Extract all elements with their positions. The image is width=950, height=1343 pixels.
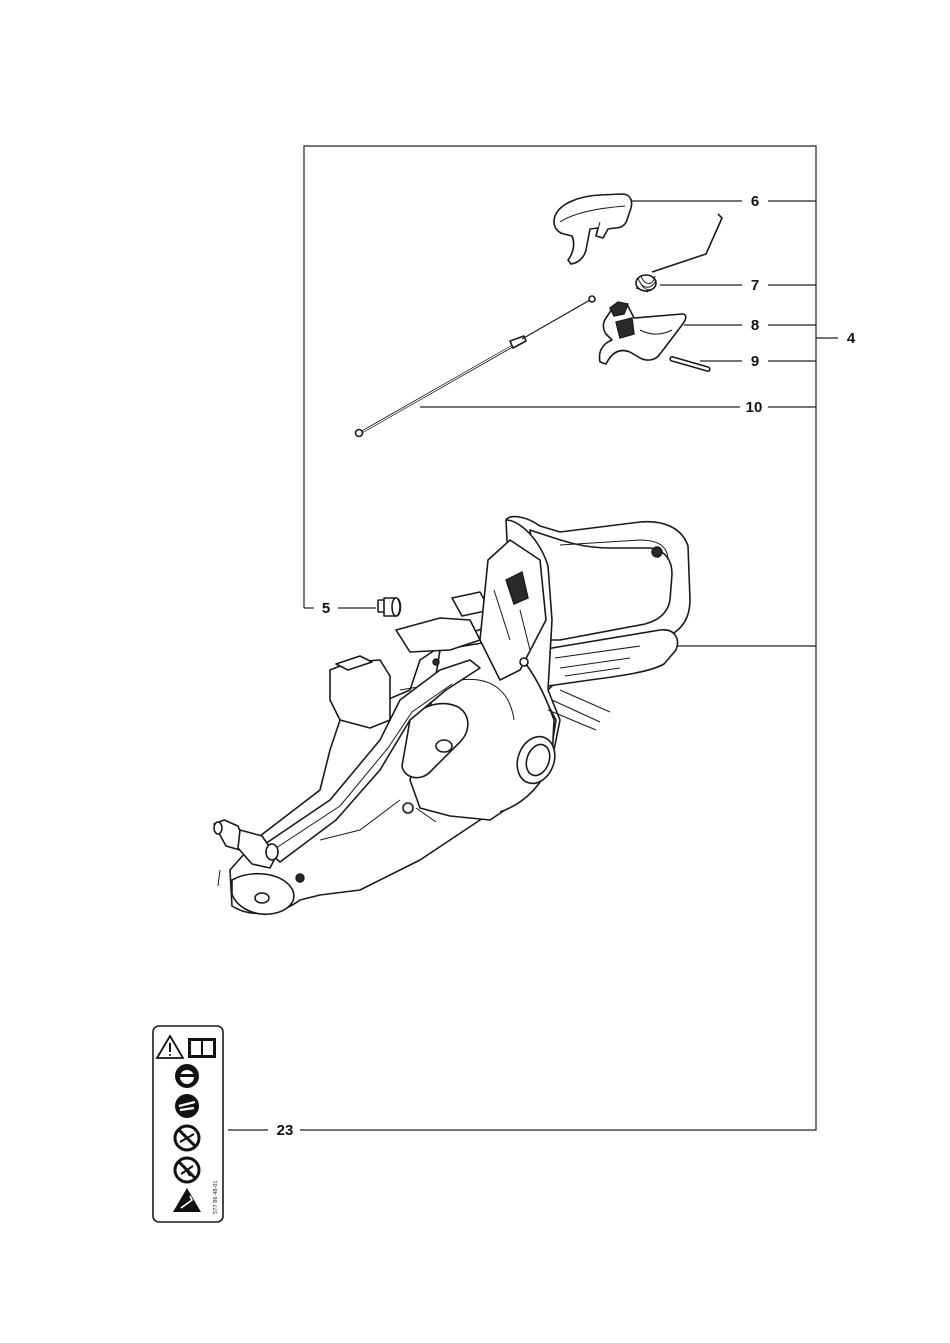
warning-decal-part: 577 86 48-01 xyxy=(152,1025,224,1223)
leader-lines xyxy=(228,145,838,1131)
no-kickback-contact-icon xyxy=(173,1156,201,1184)
throttle-rod-part xyxy=(354,295,596,438)
throttle-trigger-part xyxy=(598,301,687,365)
warning-triangle-icon xyxy=(155,1034,185,1059)
callout-9: 9 xyxy=(751,353,759,370)
two-hands-grip-icon xyxy=(175,1094,199,1118)
callout-labels: 6 7 8 4 9 10 5 23 xyxy=(277,193,856,1139)
decal-code: 577 86 48-01 xyxy=(213,1180,219,1214)
pin-part xyxy=(669,356,711,372)
plug-part xyxy=(377,597,402,617)
manual-book-icon xyxy=(188,1038,216,1058)
throttle-lockout-part xyxy=(553,193,633,265)
kickback-warning-icon xyxy=(173,1188,201,1212)
ear-eye-head-protection-icon xyxy=(175,1064,199,1088)
callout-6: 6 xyxy=(751,193,759,210)
callout-10: 10 xyxy=(746,399,763,416)
callout-23: 23 xyxy=(277,1122,294,1139)
spring-wire-part xyxy=(635,213,723,293)
callout-5: 5 xyxy=(322,600,330,617)
callout-7: 7 xyxy=(751,277,759,294)
no-one-hand-use-icon xyxy=(173,1124,201,1152)
rear-handle-housing-part xyxy=(213,515,691,916)
callout-8: 8 xyxy=(751,317,759,334)
callout-4: 4 xyxy=(847,330,856,347)
